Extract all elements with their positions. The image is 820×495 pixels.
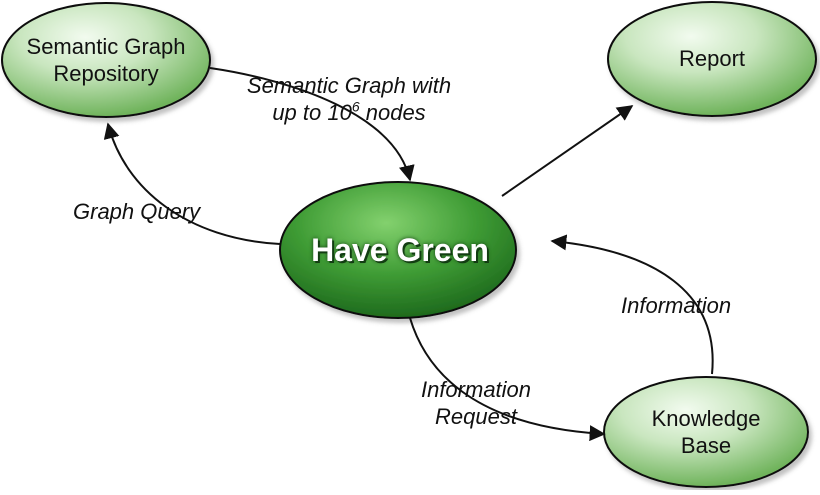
report-arrow: [501, 105, 634, 197]
information-edge-label: Information: [621, 292, 761, 319]
information-request-edge-label: Information Request: [406, 376, 546, 430]
semantic-graph-edge-label: Semantic Graph with up to 106 nodes: [224, 72, 474, 126]
report-label-text: Report: [678, 46, 746, 71]
knowledge-base-label-line-2: Base: [680, 433, 732, 458]
information-request-edge-line-1: Information: [420, 377, 532, 402]
graph-query-edge-label: Graph Query: [73, 198, 233, 225]
knowledge-base-label-line-1: Knowledge: [651, 406, 761, 431]
information-request-edge-line-2: Request: [435, 404, 517, 429]
report-node: [607, 1, 817, 117]
information-edge-text: Information: [621, 293, 732, 318]
graph-query-edge-text: Graph Query: [73, 199, 201, 224]
information-request-arrow: [409, 317, 606, 442]
semantic-graph-edge-line-1: Semantic Graph with: [246, 73, 452, 98]
information-arrow: [550, 234, 714, 375]
have-green-label: Have Green: [311, 232, 489, 268]
semantic-graph-repository-label: Semantic Graph Repository: [16, 33, 196, 87]
semantic-graph-edge-line-2: up to 106 nodes: [224, 99, 474, 126]
semantic-graph-edge-prefix: up to 10: [272, 100, 352, 125]
report-label: Report: [650, 45, 774, 72]
knowledge-base-label: Knowledge Base: [636, 405, 776, 459]
semantic-graph-repository-node: [1, 2, 211, 118]
semantic-graph-edge-superscript: 6: [351, 98, 360, 115]
semantic-graph-edge-suffix: nodes: [359, 100, 426, 125]
repository-label-line-2: Repository: [53, 61, 159, 86]
graph-query-arrow: [103, 122, 281, 245]
have-green-node: [279, 181, 517, 319]
semantic-graph-arrow: [209, 67, 415, 182]
repository-label-line-1: Semantic Graph: [26, 34, 186, 59]
